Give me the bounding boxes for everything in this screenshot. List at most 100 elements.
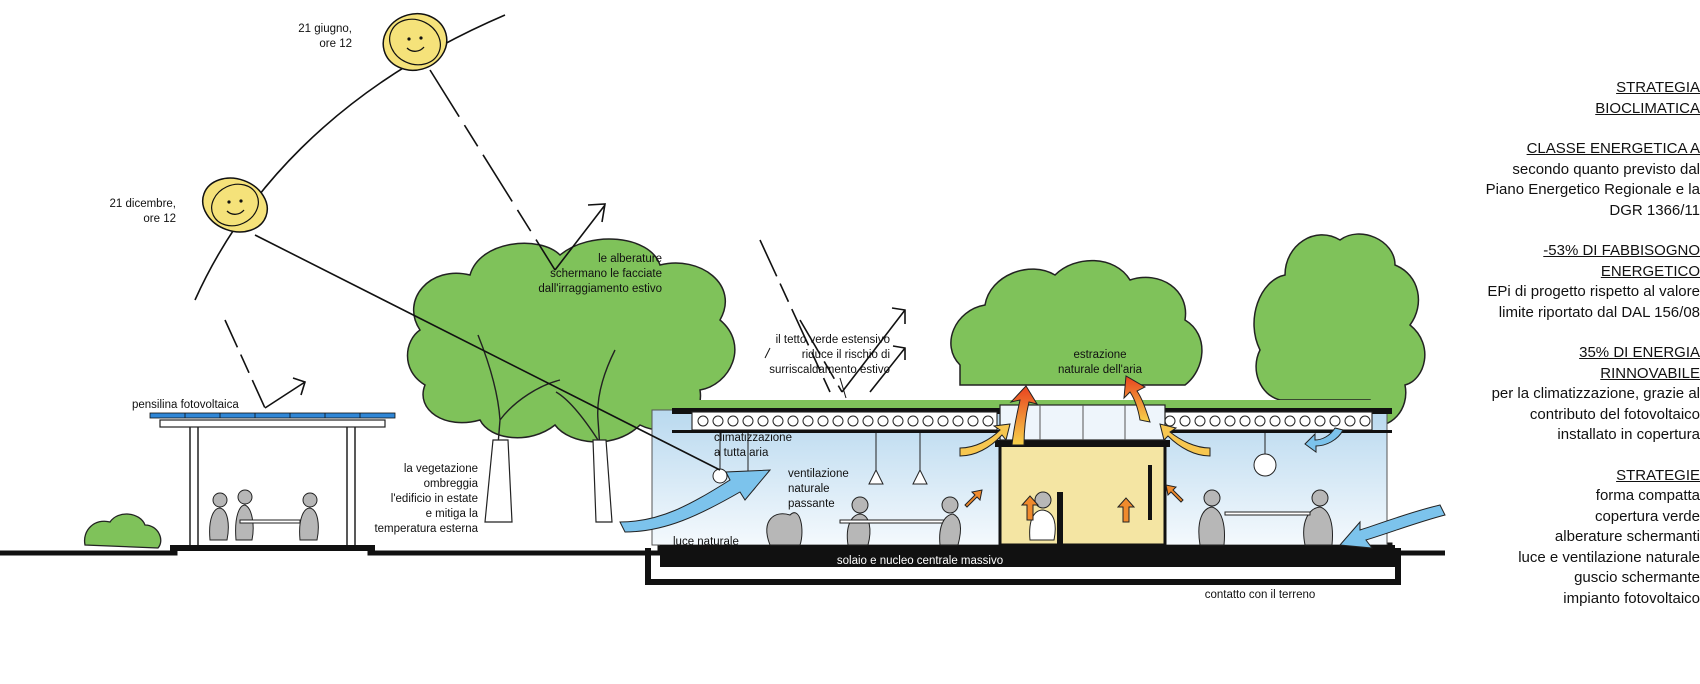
roof-void-circle	[1239, 415, 1251, 427]
label-vegetazione-line1: la vegetazione	[404, 463, 478, 475]
roof-void-circle	[727, 415, 739, 427]
blue-arrow-ventilation-out	[1338, 504, 1446, 549]
label-vegetazione-line5: temperatura esterna	[374, 523, 478, 535]
sun-ray-canopy	[224, 319, 266, 409]
roof-void-circle	[832, 415, 844, 427]
sun-summer	[382, 12, 448, 72]
label-tetto-verde-line1: il tetto verde estensivo	[776, 334, 890, 346]
sun-rebound-summer-head	[587, 203, 606, 223]
section-strategie: STRATEGIE forma compatta copertura verde…	[1370, 466, 1700, 610]
roof-void-circle	[952, 415, 964, 427]
panel-title-line1: STRATEGIA	[1616, 79, 1700, 96]
label-ventilazione-line3: passante	[788, 498, 835, 510]
roof-void-circle	[757, 415, 769, 427]
building	[149, 400, 1395, 567]
label-pensilina: pensilina fotovoltaica	[132, 399, 239, 411]
roof-void-circle	[937, 415, 949, 427]
foundation	[645, 548, 1401, 585]
tree-canopy-right	[950, 259, 1203, 386]
roof-void-circle	[1194, 415, 1206, 427]
core-roof	[995, 440, 1170, 447]
label-climatizzazione-line2: a tutta aria	[714, 447, 769, 459]
roof-void-circle	[1254, 415, 1266, 427]
sun-label-summer-line2: ore 12	[319, 38, 352, 50]
core-lantern-mullions	[1039, 405, 1126, 440]
roof-void-circle	[1179, 415, 1191, 427]
roof-void-circle	[1164, 415, 1176, 427]
label-vegetazione-line2: ombreggia	[424, 478, 479, 490]
warm-arrow-small-2	[1165, 484, 1184, 503]
label-solaio: solaio e nucleo centrale massivo	[837, 555, 1003, 567]
roof-void-circle	[967, 415, 979, 427]
label-ventilazione: ventilazione naturale passante	[788, 468, 849, 510]
roof-void-circle	[1269, 415, 1281, 427]
blue-arrow-ventilation-in	[619, 469, 772, 533]
section-body-line: EPi di progetto rispetto al valore	[1487, 283, 1700, 300]
pv-panel-divisions	[184, 413, 361, 418]
roof-void-circle	[712, 415, 724, 427]
roof-void-circle	[862, 415, 874, 427]
roof-void-circle	[907, 415, 919, 427]
label-alberature-line2: schermano le facciate	[550, 268, 662, 280]
tree-trunk-center-fill	[484, 439, 613, 523]
trees	[83, 233, 1426, 549]
roof-void-circle	[1284, 415, 1296, 427]
section-fabbisogno: -53% DI FABBISOGNO ENERGETICO EPi di pro…	[1370, 241, 1700, 323]
roof-void-circle	[817, 415, 829, 427]
floor-slab	[660, 545, 1395, 567]
canopy-occupants	[209, 489, 319, 541]
section-body-line: DGR 1366/11	[1609, 201, 1700, 219]
roof-void-circles	[697, 415, 1371, 427]
sun-winter	[201, 177, 269, 233]
warm-arrow-extraction-right	[1123, 375, 1151, 423]
section-body-line: secondo quanto previsto dal	[1512, 160, 1700, 178]
section-body-line: limite riportato dal DAL 156/08	[1498, 303, 1700, 321]
roof-void-circle	[802, 415, 814, 427]
section-heading: -53% DI FABBISOGNO	[1543, 242, 1700, 259]
section-body-line: installato in copertura	[1557, 426, 1700, 443]
canopy-columns	[189, 427, 356, 548]
warm-arrow-left-swoop	[959, 423, 1011, 457]
blue-arrow-roof-right	[1304, 427, 1344, 453]
sun-rebound-canopy-head	[292, 377, 306, 396]
label-ventilazione-line1: ventilazione	[788, 468, 849, 480]
section-body-line: impianto fotovoltaico	[1563, 589, 1700, 607]
core-partition	[1057, 492, 1063, 545]
label-alberature-line1: le alberature	[598, 253, 662, 265]
section-body-line: luce e ventilazione naturale	[1518, 548, 1700, 566]
label-estrazione-line1: estrazione	[1073, 349, 1126, 361]
label-tetto-verde-line2: riduce il rischio di	[802, 349, 890, 361]
bush-left	[83, 513, 162, 549]
section-heading: RINNOVABILE	[1600, 364, 1700, 382]
central-core	[998, 443, 1167, 547]
section-heading: ENERGETICO	[1600, 262, 1700, 280]
label-climatizzazione-line1: climatizzazione	[714, 432, 792, 444]
section-heading: STRATEGIE	[1616, 466, 1700, 484]
section-body-line: guscio schermante	[1574, 569, 1700, 586]
strategy-panel: STRATEGIA BIOCLIMATICA CLASSE ENERGETICA…	[1370, 78, 1700, 609]
label-climatizzazione: climatizzazione a tutta aria	[714, 432, 792, 459]
label-alberature: le alberature schermano le facciate dall…	[538, 253, 662, 295]
sun-label-winter-line2: ore 12	[143, 213, 176, 225]
label-estrazione: estrazione naturale dell'aria	[1058, 349, 1143, 376]
label-vegetazione-line4: e mitiga la	[426, 508, 479, 520]
label-luce-naturale: luce naturale	[673, 536, 739, 548]
occupants	[766, 489, 1333, 546]
roof-void-circle	[1299, 415, 1311, 427]
sun-rebound-canopy	[264, 381, 306, 409]
warm-arrow-extraction-left	[1009, 385, 1039, 446]
section-body-line: copertura verde	[1594, 507, 1700, 525]
sun-label-summer-line1: 21 giugno,	[298, 23, 352, 35]
roof-void-circle	[892, 415, 904, 427]
section-body-line: alberature schermanti	[1554, 528, 1700, 545]
winter-sun-ray	[254, 234, 721, 471]
label-ventilazione-line2: naturale	[788, 483, 830, 495]
sun-arc	[194, 14, 506, 301]
roof-void-circle	[1209, 415, 1221, 427]
label-tetto-verde: il tetto verde estensivo riduce il risch…	[769, 334, 890, 376]
roof-void-circle	[1329, 415, 1341, 427]
label-contatto: contatto con il terreno	[1205, 589, 1316, 601]
tree-canopy-center	[406, 238, 736, 443]
section-energia-rinnovabile: 35% DI ENERGIA RINNOVABILE per la climat…	[1370, 343, 1700, 446]
label-vegetazione-line3: l'edificio in estate	[391, 493, 478, 505]
